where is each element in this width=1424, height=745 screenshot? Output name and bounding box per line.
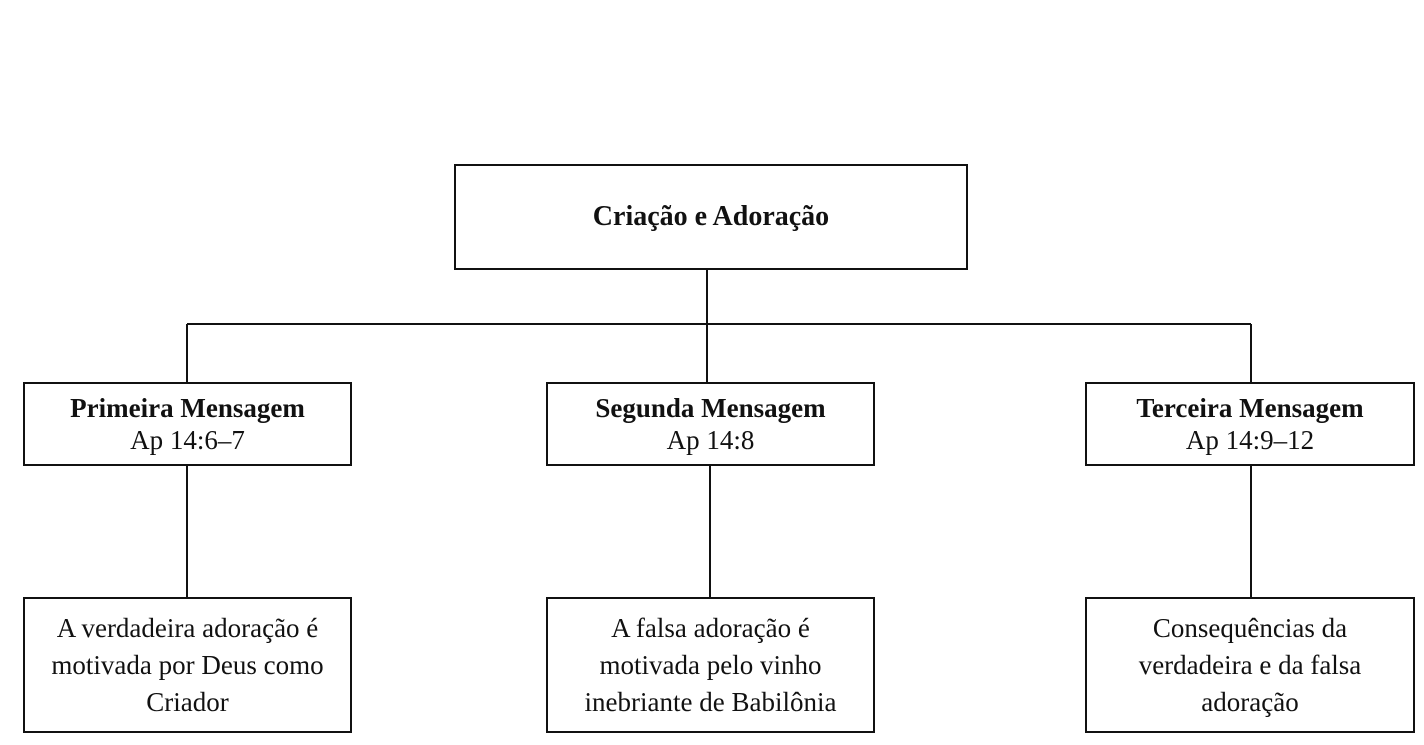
description-line: Consequências da: [1152, 612, 1348, 643]
description-line: Criador: [146, 686, 229, 717]
description-line: A verdadeira adoração é: [56, 612, 319, 643]
message-title: Segunda Mensagem: [595, 393, 826, 423]
description-line: A falsa adoração é: [611, 612, 810, 643]
message-node-third: Terceira Mensagem Ap 14:9–12: [1085, 382, 1415, 466]
message-node-second: Segunda Mensagem Ap 14:8: [546, 382, 875, 466]
description-line: adoração: [1201, 686, 1299, 717]
message-reference: Ap 14:6–7: [130, 425, 245, 455]
description-line: verdadeira e da falsa: [1138, 649, 1362, 680]
message-title: Terceira Mensagem: [1136, 393, 1364, 423]
message-reference: Ap 14:8: [666, 425, 755, 455]
description-node-first: A verdadeira adoração é motivada por Deu…: [23, 597, 352, 733]
root-node: Criação e Adoração: [454, 164, 968, 270]
message-title: Primeira Mensagem: [70, 393, 305, 423]
description-line: inebriante de Babilônia: [584, 686, 837, 717]
description-line: motivada pelo vinho: [599, 649, 822, 680]
message-node-first: Primeira Mensagem Ap 14:6–7: [23, 382, 352, 466]
root-title: Criação e Adoração: [592, 201, 830, 232]
description-line: motivada por Deus como: [51, 649, 324, 680]
description-node-third: Consequências da verdadeira e da falsa a…: [1085, 597, 1415, 733]
description-node-second: A falsa adoração é motivada pelo vinho i…: [546, 597, 875, 733]
message-reference: Ap 14:9–12: [1185, 425, 1315, 455]
